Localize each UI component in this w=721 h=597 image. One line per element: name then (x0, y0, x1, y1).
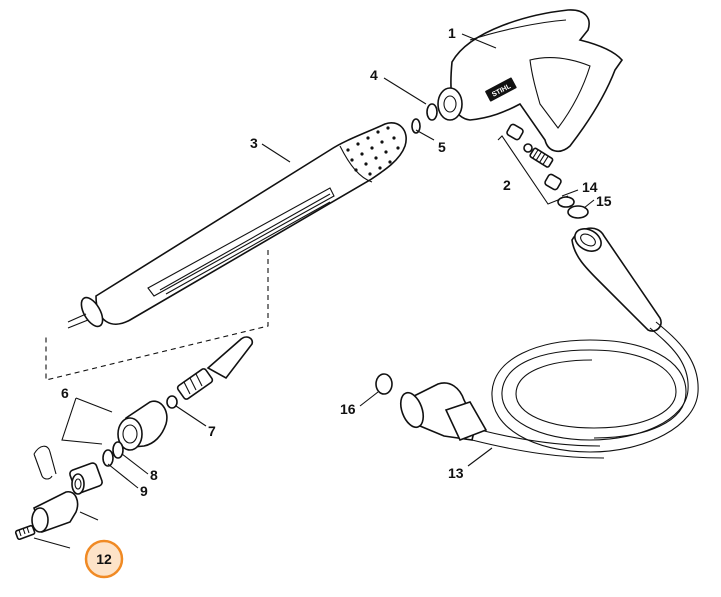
nozzle-tip (14, 524, 36, 541)
hose-end-fitting (399, 382, 488, 442)
spray-gun-handle: STIHL (437, 9, 624, 153)
o-ring-15 (567, 205, 589, 219)
o-ring-16 (375, 373, 393, 395)
lance-grip-dots (346, 126, 400, 176)
callout-labels: 1 2 3 4 5 6 7 8 9 13 14 15 16 12 (61, 25, 612, 579)
o-ring-4 (426, 103, 438, 121)
union-nut (117, 400, 168, 451)
callout-5: 5 (438, 139, 446, 155)
callout-2: 2 (503, 177, 511, 193)
wire-clip (33, 445, 57, 480)
o-ring-5 (411, 118, 421, 134)
alignment-guide (45, 250, 269, 381)
callout-14: 14 (582, 179, 598, 195)
spray-lance (67, 122, 407, 329)
leader-lines (33, 33, 595, 549)
quick-coupling (166, 336, 254, 409)
callout-12: 12 (96, 551, 112, 567)
callout-9: 9 (140, 483, 148, 499)
nozzle-insert (69, 462, 103, 495)
callout-15: 15 (596, 193, 612, 209)
o-ring-8 (112, 441, 124, 459)
highlight-circle (84, 539, 124, 579)
callout-7: 7 (208, 423, 216, 439)
callout-16: 16 (340, 401, 356, 417)
callout-1: 1 (448, 25, 456, 41)
o-ring-14 (557, 196, 575, 208)
callout-13: 13 (448, 465, 464, 481)
nozzle-cap (31, 491, 79, 534)
callout-3: 3 (250, 135, 258, 151)
callout-4: 4 (370, 67, 378, 83)
callout-8: 8 (150, 467, 158, 483)
high-pressure-hose (471, 227, 699, 459)
callout-12-highlight[interactable]: 12 (84, 539, 124, 579)
callout-6: 6 (61, 385, 69, 401)
o-ring-9 (102, 449, 114, 467)
